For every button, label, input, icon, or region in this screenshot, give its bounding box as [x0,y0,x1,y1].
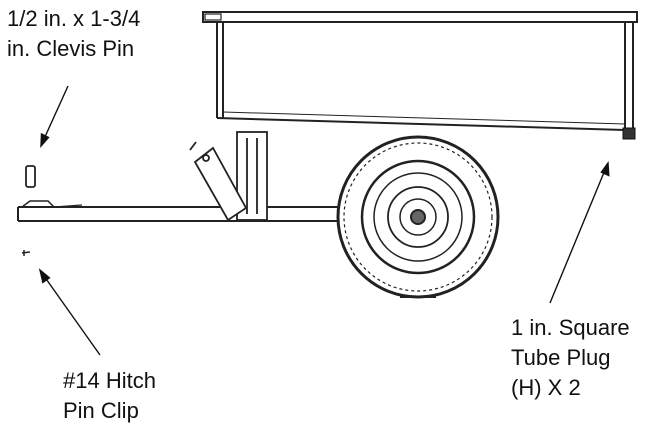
cart-bed [202,11,638,131]
tube-plug-label: 1 in. Square Tube Plug (H) X 2 [511,313,630,403]
tube-plug-leader [549,169,606,304]
clevis-pin-leader [43,85,69,140]
wheel [336,135,500,299]
clevis-pin-label-line2: in. Clevis Pin [7,36,135,61]
hitch-clip-label-line1: #14 Hitch [63,368,156,393]
clevis-pin-arrowhead [40,132,50,148]
hitch-clip-label-line2: Pin Clip [63,398,139,423]
hitch-clip-arrowhead [38,268,51,284]
tube-plug-label-line2: Tube Plug [511,345,611,370]
square-tube-plug [622,127,636,140]
hitch-pin-clip-part [21,250,31,256]
clevis-pin-label: 1/2 in. x 1-3/4 in. Clevis Pin [7,4,140,64]
tube-plug-label-line3: (H) X 2 [511,375,581,400]
tube-plug-arrowhead [600,160,610,177]
hitch-clip-label: #14 Hitch Pin Clip [63,366,156,426]
axle-bracket [189,131,268,222]
leader-arrows [38,85,610,356]
tube-plug-label-line1: 1 in. Square [511,315,630,340]
clevis-pin-label-line1: 1/2 in. x 1-3/4 [7,6,141,31]
clevis-pin-part [25,165,36,188]
hitch-clip-leader [43,275,101,356]
tongue [17,200,360,222]
